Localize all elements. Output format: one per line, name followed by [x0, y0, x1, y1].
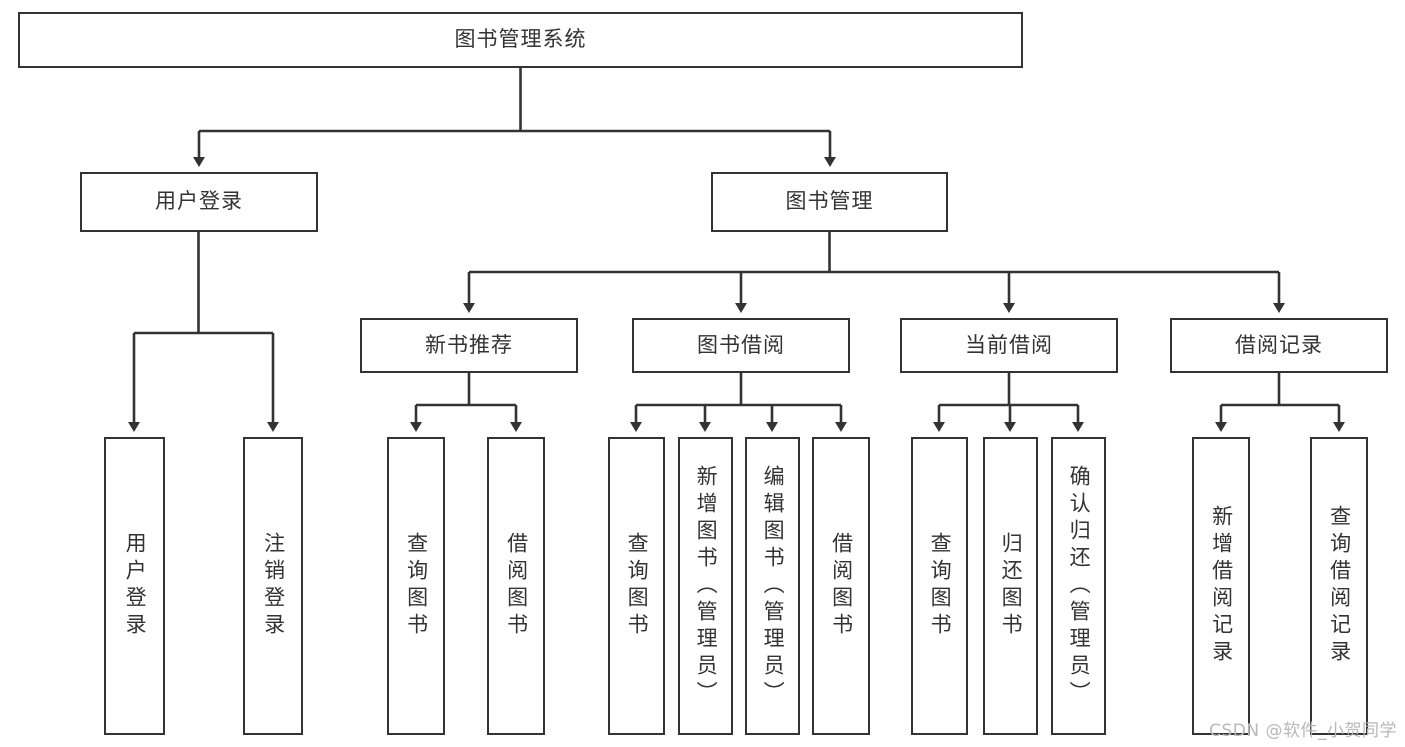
- node-user-login[interactable]: 用户登录: [80, 172, 318, 232]
- node-leaf-user-logout-label: 注销登录: [261, 532, 286, 640]
- node-leaf-borrow-book[interactable]: 借阅图书: [812, 437, 870, 735]
- node-leaf-query-book-rec[interactable]: 查询图书: [387, 437, 445, 735]
- node-leaf-add-book-admin-label: 新增图书（管理员）: [694, 464, 719, 708]
- node-new-book-recommend[interactable]: 新书推荐: [360, 318, 578, 373]
- wire-group-current-borrow: [933, 373, 1084, 432]
- node-leaf-add-book-admin[interactable]: 新增图书（管理员）: [678, 437, 733, 735]
- node-leaf-confirm-return-admin[interactable]: 确认归还（管理员）: [1051, 437, 1106, 735]
- node-current-borrow[interactable]: 当前借阅: [900, 318, 1118, 373]
- node-leaf-confirm-return-admin-label: 确认归还（管理员）: [1067, 464, 1092, 708]
- node-new-book-recommend-label: 新书推荐: [425, 332, 513, 357]
- node-root[interactable]: 图书管理系统: [18, 12, 1023, 68]
- node-leaf-user-login[interactable]: 用户登录: [104, 437, 165, 735]
- node-book-borrow-label: 图书借阅: [697, 332, 785, 357]
- wire-group-book-borrow: [630, 373, 847, 432]
- node-borrow-record-label: 借阅记录: [1235, 332, 1323, 357]
- node-leaf-query-book-borrow-label: 查询图书: [625, 532, 650, 640]
- node-user-login-label: 用户登录: [155, 189, 243, 214]
- node-leaf-query-borrow-record-label: 查询借阅记录: [1327, 505, 1352, 667]
- node-leaf-edit-book-admin-label: 编辑图书（管理员）: [761, 464, 786, 708]
- node-leaf-edit-book-admin[interactable]: 编辑图书（管理员）: [745, 437, 800, 735]
- node-leaf-return-book-label: 归还图书: [999, 532, 1024, 640]
- node-root-label: 图书管理系统: [454, 27, 587, 52]
- node-leaf-add-borrow-record[interactable]: 新增借阅记录: [1192, 437, 1250, 735]
- node-book-manage-label: 图书管理: [785, 189, 874, 214]
- node-leaf-query-book-cur-label: 查询图书: [928, 532, 953, 640]
- node-leaf-borrow-book-label: 借阅图书: [829, 532, 854, 640]
- node-leaf-query-book-rec-label: 查询图书: [404, 532, 429, 640]
- node-leaf-borrow-book-rec-label: 借阅图书: [504, 532, 529, 640]
- node-leaf-query-book-cur[interactable]: 查询图书: [911, 437, 968, 735]
- node-leaf-add-borrow-record-label: 新增借阅记录: [1209, 505, 1234, 667]
- node-leaf-return-book[interactable]: 归还图书: [983, 437, 1038, 735]
- wire-group-borrow-record: [1215, 373, 1345, 432]
- node-leaf-query-borrow-record[interactable]: 查询借阅记录: [1310, 437, 1368, 735]
- node-leaf-user-login-label: 用户登录: [123, 532, 148, 640]
- wire-group-book-manage: [463, 232, 1285, 313]
- node-borrow-record[interactable]: 借阅记录: [1170, 318, 1388, 373]
- csdn-watermark: CSDN @软件_小贺同学: [1209, 721, 1397, 741]
- node-leaf-user-logout[interactable]: 注销登录: [243, 437, 303, 735]
- node-book-borrow[interactable]: 图书借阅: [632, 318, 850, 373]
- node-leaf-borrow-book-rec[interactable]: 借阅图书: [487, 437, 545, 735]
- wire-group-root: [193, 68, 836, 167]
- wire-group-new-book-recommend: [410, 373, 522, 432]
- node-book-manage[interactable]: 图书管理: [711, 172, 948, 232]
- wire-group-user-login: [128, 232, 279, 432]
- node-leaf-query-book-borrow[interactable]: 查询图书: [608, 437, 665, 735]
- node-current-borrow-label: 当前借阅: [965, 332, 1053, 357]
